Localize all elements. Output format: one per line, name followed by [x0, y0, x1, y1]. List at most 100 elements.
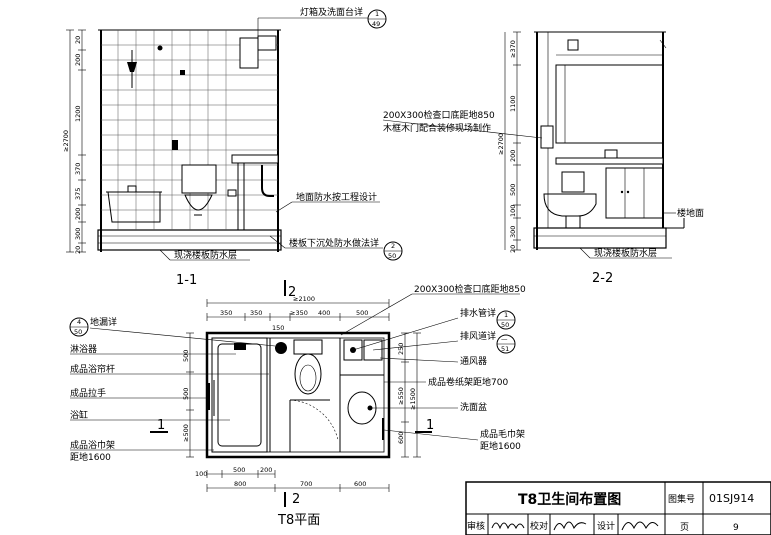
ref-circle-4-50: 4 50 — [69, 317, 89, 337]
atlas-label: 图集号 — [668, 493, 695, 505]
svg-text:1: 1 — [504, 311, 508, 319]
section-mark-left: 1 — [157, 418, 165, 433]
dim22-370: ≥370 — [509, 40, 517, 58]
dim22-300: 300 — [509, 226, 517, 238]
toilet-icon — [172, 140, 217, 216]
dim-left-500b: 500 — [182, 388, 190, 400]
section-2-2: ≥370 1100 ≥2700 200 500 100 300 20 200X3… — [382, 31, 704, 286]
ref-circle-1-49: 1 49 — [367, 9, 387, 29]
dim22-500: 500 — [509, 184, 517, 196]
ref-circle-exhaust-51: — 51 — [496, 334, 516, 354]
label-curtain-rod: 成品浴帘杆 — [70, 363, 115, 375]
plan-view: 350 350 ≥350 400 500 ≥2100 150 2 500 500… — [69, 280, 526, 528]
shower-head-icon — [127, 45, 185, 88]
dim22-200: 200 — [509, 150, 517, 162]
svg-text:4: 4 — [77, 318, 81, 326]
note-inspection-22: 200X300检查口底距地850 — [383, 109, 495, 121]
floor-drain-icon — [275, 342, 287, 354]
dim-left-500c: ≥500 — [182, 424, 190, 442]
designer-signature — [621, 521, 659, 531]
dim-300: 300 — [74, 228, 82, 240]
svg-text:2: 2 — [391, 242, 395, 250]
dim-200a: 200 — [74, 54, 82, 66]
dim-right-250: 250 — [397, 343, 405, 355]
dim-top-350c: ≥350 — [290, 309, 308, 317]
section-mark-bottom: 2 — [292, 492, 300, 507]
label-towel-rack-right-height: 距地1600 — [480, 440, 521, 452]
note-cast-slab-1: 现浇楼板防水层 — [174, 249, 237, 261]
dim-370: 370 — [74, 163, 82, 175]
dim22-1100: 1100 — [509, 95, 517, 112]
reviewer-signature — [491, 522, 525, 530]
label-drain-pipe: 排水管详 — [460, 307, 496, 319]
checker-signature — [553, 521, 587, 531]
section-mark-top: 2 — [288, 285, 296, 300]
atlas-number: 01SJ914 — [709, 492, 754, 505]
dim-right-550: ≥550 — [397, 387, 405, 405]
label-grab-bar: 成品拉手 — [70, 387, 106, 399]
svg-text:51: 51 — [501, 345, 509, 353]
dim22-2700: ≥2700 — [497, 133, 505, 155]
shower-fixture-icon — [234, 343, 246, 350]
dim-1200: 1200 — [74, 105, 82, 122]
page-label: 页 — [680, 522, 689, 533]
dim-top-350b: 350 — [250, 309, 262, 317]
label-shower: 淋浴器 — [70, 343, 97, 355]
dim-bot-200: 200 — [260, 466, 272, 474]
svg-text:50: 50 — [74, 328, 82, 336]
label-inspection-plan: 200X300检查口底距地850 — [414, 283, 526, 295]
dim-bot-500: 500 — [233, 466, 245, 474]
note-cast-slab-2: 现浇楼板防水层 — [594, 247, 657, 259]
title-block: T8卫生间布置图 图集号 01SJ914 审核 校对 设计 页 9 — [465, 481, 771, 535]
svg-text:—: — — [501, 335, 508, 343]
section-title-2-2: 2-2 — [592, 271, 613, 286]
label-towel-rack-left-height: 距地1600 — [70, 451, 111, 463]
dim-2700: ≥2700 — [62, 130, 70, 152]
dim-right-1500: ≥1500 — [409, 388, 417, 410]
ref-circle-2-50: 2 50 — [383, 241, 403, 261]
note-waterproof-floor: 地面防水按工程设计 — [296, 191, 377, 203]
dim-right-600: 600 — [397, 432, 405, 444]
dim-20a: 20 — [74, 36, 82, 44]
dim22-20: 20 — [509, 245, 517, 253]
plan-title: T8平面 — [277, 513, 320, 528]
dim-375: 375 — [74, 188, 82, 200]
review-label: 审核 — [467, 520, 485, 532]
dim-top-350a: 350 — [220, 309, 232, 317]
svg-text:49: 49 — [372, 20, 380, 28]
dim-200b: 200 — [74, 208, 82, 220]
note-sunken-floor: 楼板下沉处防水做法详 — [289, 237, 379, 249]
section-title-1-1: 1-1 — [176, 273, 197, 288]
ref-circle-1-50: 1 50 — [496, 310, 516, 330]
label-floor-drain: 地漏详 — [90, 316, 117, 328]
label-towel-rack-right: 成品毛巾架 — [480, 428, 525, 440]
dim-left-500a: 500 — [182, 350, 190, 362]
svg-text:50: 50 — [388, 252, 396, 260]
section-1-1: 20 200 1200 ≥2700 370 375 200 300 20 灯箱及… — [62, 6, 403, 288]
label-bathtub: 浴缸 — [70, 409, 88, 421]
check-label: 校对 — [530, 520, 548, 532]
label-vent: 通风器 — [460, 356, 487, 367]
label-towel-rack-left: 成品浴巾架 — [70, 439, 115, 451]
dim-bot-600: 600 — [354, 480, 366, 488]
dim-bot-800: 800 — [234, 480, 246, 488]
toilet-side-icon — [543, 171, 597, 228]
dim-150: 150 — [272, 324, 284, 332]
bathtub-icon — [106, 185, 162, 223]
label-paper-holder: 成品卷纸架距地700 — [428, 376, 508, 388]
toilet-plan-icon — [293, 339, 323, 395]
svg-text:50: 50 — [501, 321, 509, 329]
page-number: 9 — [733, 523, 739, 533]
drawing-title: T8卫生间布置图 — [518, 491, 621, 508]
section-mark-right: 1 — [426, 418, 434, 433]
dim-top-500: 500 — [356, 309, 368, 317]
dim-bot-700: 700 — [300, 480, 312, 488]
dim22-100: 100 — [509, 205, 517, 217]
svg-text:1: 1 — [375, 10, 379, 18]
note-lightbox: 灯箱及洗面台详 — [300, 6, 363, 18]
note-floor-level: 楼地面 — [677, 207, 704, 219]
label-exhaust: 排风道详 — [460, 330, 496, 342]
dim-top-400: 400 — [318, 309, 330, 317]
label-basin: 洗面盆 — [460, 401, 487, 413]
